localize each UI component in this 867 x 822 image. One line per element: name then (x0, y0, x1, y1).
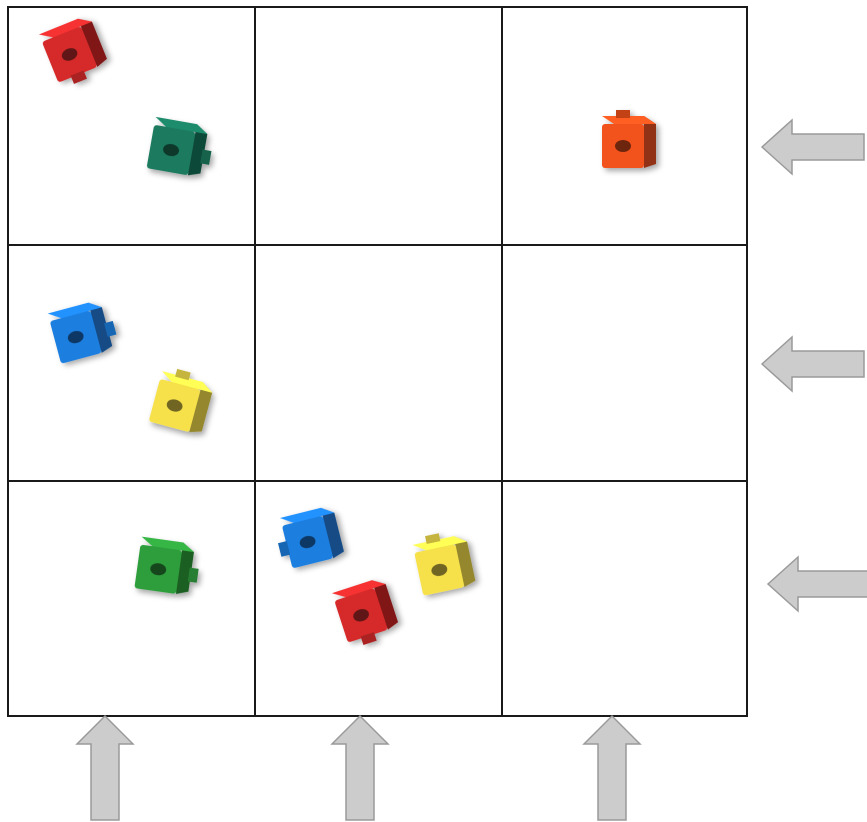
arrow-up-col-1 (77, 716, 133, 820)
arrow-up-col-3 (584, 716, 640, 820)
arrow-up-col-2 (332, 716, 388, 820)
arrow-left-row-2 (762, 337, 864, 391)
arrow-left-row-3 (768, 557, 867, 611)
arrow-left-row-1 (762, 120, 864, 174)
